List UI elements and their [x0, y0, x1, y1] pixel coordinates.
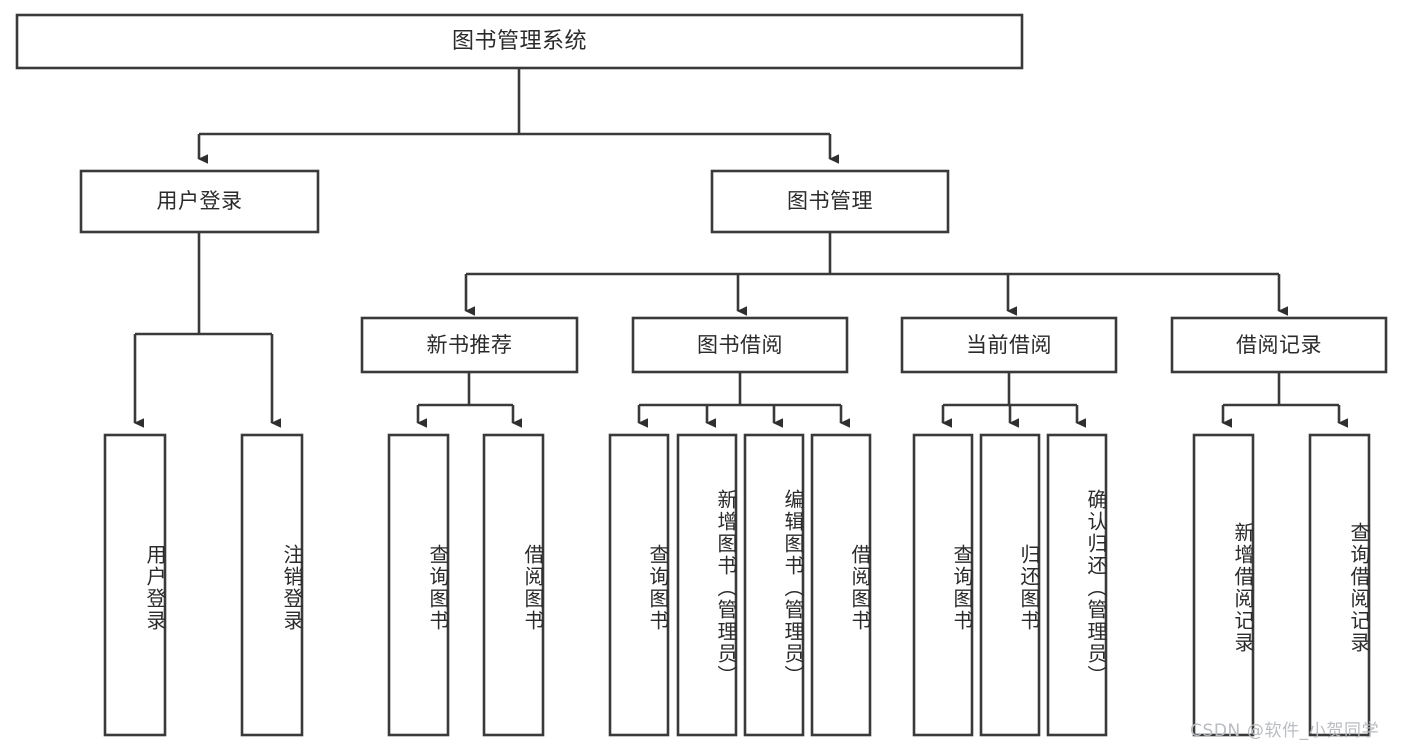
node-book-manage-box[interactable] — [710, 169, 950, 234]
leaf-box-borrow-record-2[interactable] — [1308, 433, 1371, 737]
leaf-box-new-book-2[interactable] — [482, 433, 545, 737]
leaf-box-user-login-1[interactable] — [103, 433, 167, 737]
leaf-box-current-borrow-2[interactable] — [979, 433, 1041, 737]
leaf-box-borrow-record-1[interactable] — [1192, 433, 1255, 737]
node-user-login-box[interactable] — [79, 169, 320, 234]
leaf-box-book-borrow-1[interactable] — [608, 433, 670, 737]
leaf-box-current-borrow-3[interactable] — [1046, 433, 1108, 737]
leaf-box-book-borrow-2[interactable] — [676, 433, 738, 737]
leaf-box-current-borrow-1[interactable] — [912, 433, 974, 737]
leaf-box-new-book-1[interactable] — [387, 433, 450, 737]
leaf-box-book-borrow-4[interactable] — [810, 433, 872, 737]
leaf-box-book-borrow-3[interactable] — [743, 433, 805, 737]
csdn-watermark: CSDN @软件_小贺同学 — [1190, 721, 1380, 741]
node-current-borrow-box[interactable] — [900, 316, 1118, 374]
node-root-box[interactable] — [15, 13, 1024, 70]
node-new-book-recommend-box[interactable] — [360, 316, 579, 374]
leaf-box-user-login-2[interactable] — [240, 433, 304, 737]
node-book-borrow-box[interactable] — [631, 316, 849, 374]
node-borrow-record-box[interactable] — [1170, 316, 1388, 374]
